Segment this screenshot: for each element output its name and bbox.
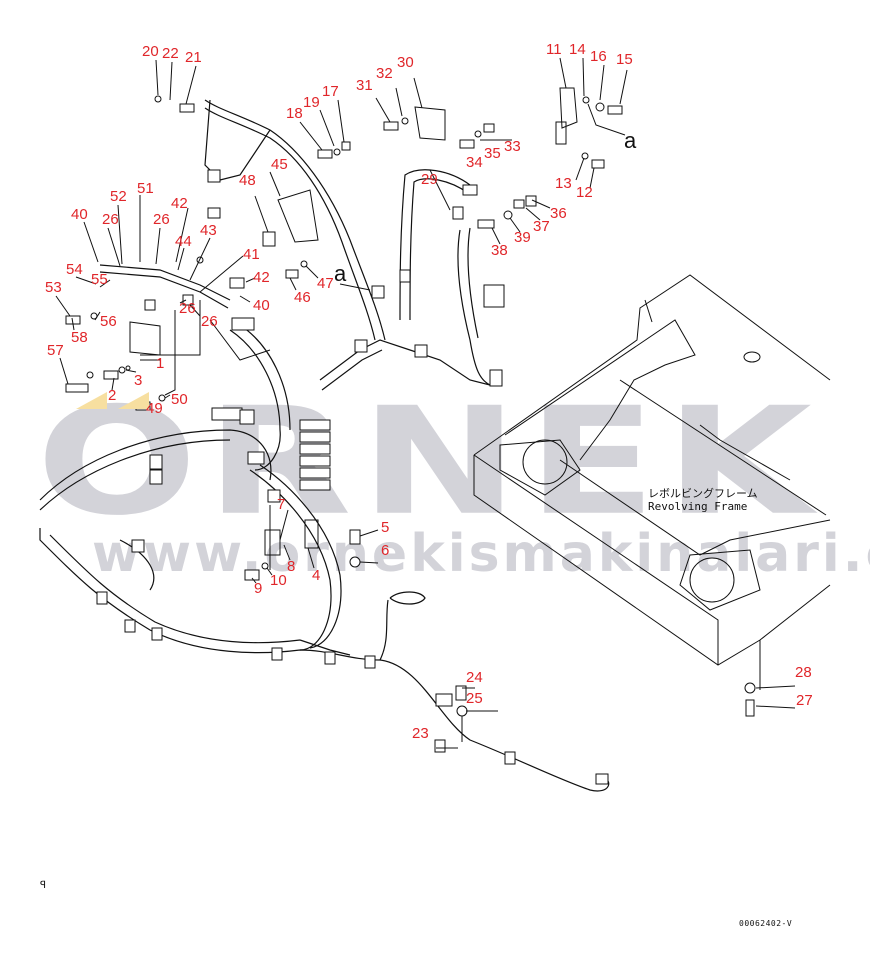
connector-block [211, 407, 331, 491]
callout-7: 7 [277, 496, 286, 513]
callout-32: 32 [376, 65, 393, 82]
callout-56: 56 [100, 313, 117, 330]
callout-47: 47 [317, 275, 334, 292]
reference-mark-a: a [334, 261, 347, 286]
fasteners [65, 95, 756, 717]
callout-9: 9 [254, 580, 263, 597]
frame-label-english: Revolving Frame [648, 500, 748, 513]
callout-16: 16 [590, 48, 607, 65]
callout-50: 50 [171, 391, 188, 408]
callout-40: 40 [71, 206, 88, 223]
callout-54: 54 [66, 261, 83, 278]
revolving-frame [473, 274, 831, 690]
callout-41: 41 [243, 246, 260, 263]
callout-49: 49 [146, 400, 163, 417]
leader-lines [55, 57, 796, 749]
callout-24: 24 [466, 669, 483, 686]
callout-22: 22 [162, 45, 179, 62]
callout-39: 39 [514, 229, 531, 246]
callout-23: 23 [412, 725, 429, 742]
callout-26: 26 [179, 300, 196, 317]
callout-26: 26 [153, 211, 170, 228]
callout-29: 29 [421, 171, 438, 188]
wiring-harness [39, 57, 796, 792]
callout-43: 43 [200, 222, 217, 239]
callout-13: 13 [555, 175, 572, 192]
callout-30: 30 [397, 54, 414, 71]
callout-38: 38 [491, 242, 508, 259]
frame-label-japanese: レボルビングフレーム [648, 487, 758, 500]
callout-52: 52 [110, 188, 127, 205]
callout-4: 4 [312, 567, 321, 584]
callout-17: 17 [322, 83, 339, 100]
callout-20: 20 [142, 43, 159, 60]
callout-11: 11 [546, 41, 562, 58]
callout-19: 19 [303, 94, 320, 111]
callout-37: 37 [533, 218, 550, 235]
callout-55: 55 [91, 271, 108, 288]
callout-35: 35 [484, 145, 501, 162]
drawing-number: 00062402-V [739, 919, 793, 928]
callout-6: 6 [381, 542, 390, 559]
callout-25: 25 [466, 690, 483, 707]
callout-8: 8 [287, 558, 296, 575]
callout-31: 31 [356, 77, 373, 94]
callout-12: 12 [576, 184, 593, 201]
callout-58: 58 [71, 329, 88, 346]
callout-1: 1 [156, 355, 165, 372]
callout-42: 42 [253, 269, 270, 286]
callout-28: 28 [795, 664, 812, 681]
frame-label: レボルビングフレーム Revolving Frame [648, 487, 758, 513]
bracket-1 [129, 321, 161, 356]
callout-18: 18 [286, 105, 303, 122]
callout-21: 21 [185, 49, 202, 66]
callout-3: 3 [134, 372, 143, 389]
callout-45: 45 [271, 156, 288, 173]
callout-27: 27 [796, 692, 813, 709]
callout-51: 51 [137, 180, 154, 197]
callout-34: 34 [466, 154, 483, 171]
corner-mark: ꟼ [40, 880, 47, 891]
decor-triangle [76, 392, 107, 409]
callout-14: 14 [569, 41, 586, 58]
callout-33: 33 [504, 138, 521, 155]
callout-36: 36 [550, 205, 567, 222]
callout-42: 42 [171, 195, 188, 212]
reference-mark-a: a [624, 128, 637, 153]
callout-57: 57 [47, 342, 64, 359]
bracket-11 [559, 87, 578, 129]
callout-5: 5 [381, 519, 390, 536]
callout-48: 48 [239, 172, 256, 189]
callout-26: 26 [102, 211, 119, 228]
callout-46: 46 [294, 289, 311, 306]
callout-2: 2 [108, 387, 117, 404]
callout-40: 40 [253, 297, 270, 314]
bracket-30 [414, 106, 446, 141]
callout-26: 26 [201, 313, 218, 330]
callout-15: 15 [616, 51, 633, 68]
decor-triangle [118, 392, 149, 409]
callout-53: 53 [45, 279, 62, 296]
callout-10: 10 [270, 572, 287, 589]
callout-44: 44 [175, 233, 192, 250]
bracket-45 [277, 189, 319, 243]
